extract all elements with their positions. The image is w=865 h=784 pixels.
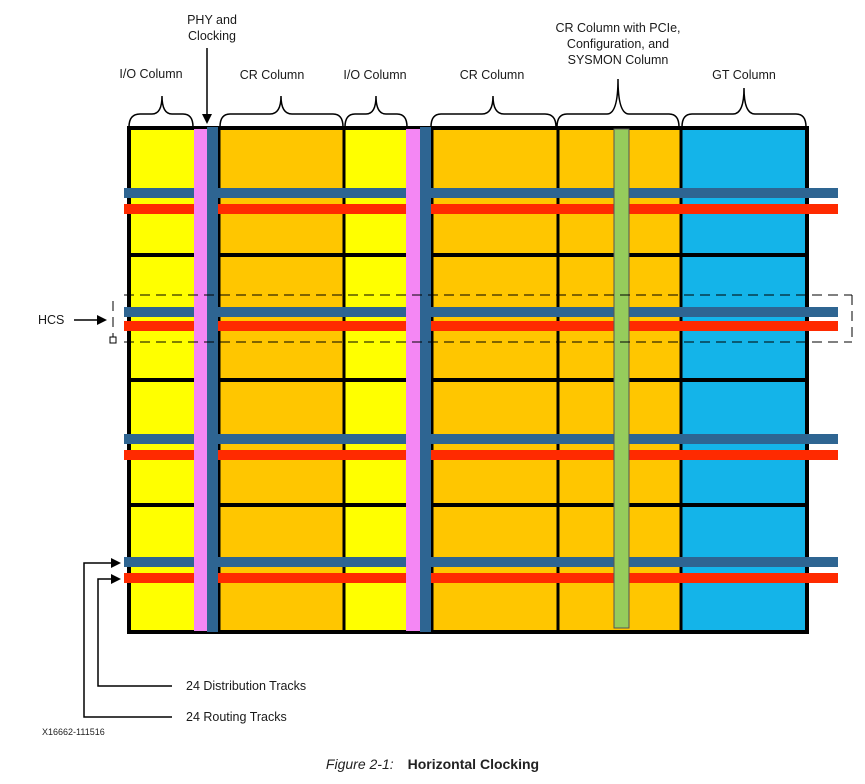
phy-clocking-label: PHY and Clocking [187, 13, 237, 43]
routing-tracks-row-2 [124, 321, 838, 331]
document-id: X16662-111516 [42, 727, 105, 737]
region-grid [127, 126, 809, 634]
clock-spine-2 [420, 127, 431, 632]
io-column-1-label: I/O Column [119, 67, 183, 81]
phy-stripe-1 [194, 129, 207, 631]
column-braces [128, 78, 807, 128]
routing-tracks-arrow [83, 558, 172, 718]
distribution-tracks-row-3 [124, 434, 838, 444]
distribution-tracks-row-1 [124, 188, 838, 198]
figure-title: Horizontal Clocking [407, 756, 540, 772]
clock-spine-1 [207, 127, 218, 632]
distribution-tracks-label: 24 Distribution Tracks [186, 679, 307, 693]
gt-column-label: GT Column [712, 68, 776, 82]
hcs-arrow [74, 315, 107, 325]
distribution-tracks-row-2 [124, 307, 838, 317]
distribution-tracks-arrow [97, 574, 172, 687]
hcs-region [112, 294, 853, 343]
routing-tracks-label: 24 Routing Tracks [186, 710, 287, 724]
cr-pcie-column-label: CR Column with PCIe, Configuration, and … [555, 21, 681, 67]
phy-stripe-2 [406, 129, 420, 631]
phy-clocking-arrow [202, 48, 212, 124]
cfg-stripe [613, 128, 630, 629]
io-column-2-label: I/O Column [343, 68, 407, 82]
cr-column-2-label: CR Column [459, 68, 525, 82]
hcs-marker [109, 336, 117, 344]
routing-tracks-row-1 [124, 204, 838, 214]
figure-number: Figure 2-1: [325, 756, 394, 772]
figure-caption: Figure 2-1: Horizontal Clocking [0, 756, 865, 772]
routing-tracks-row-4 [124, 573, 838, 583]
hcs-label: HCS [38, 313, 65, 327]
cr-column-1-label: CR Column [239, 68, 305, 82]
distribution-tracks-row-4 [124, 557, 838, 567]
routing-tracks-row-3 [124, 450, 838, 460]
